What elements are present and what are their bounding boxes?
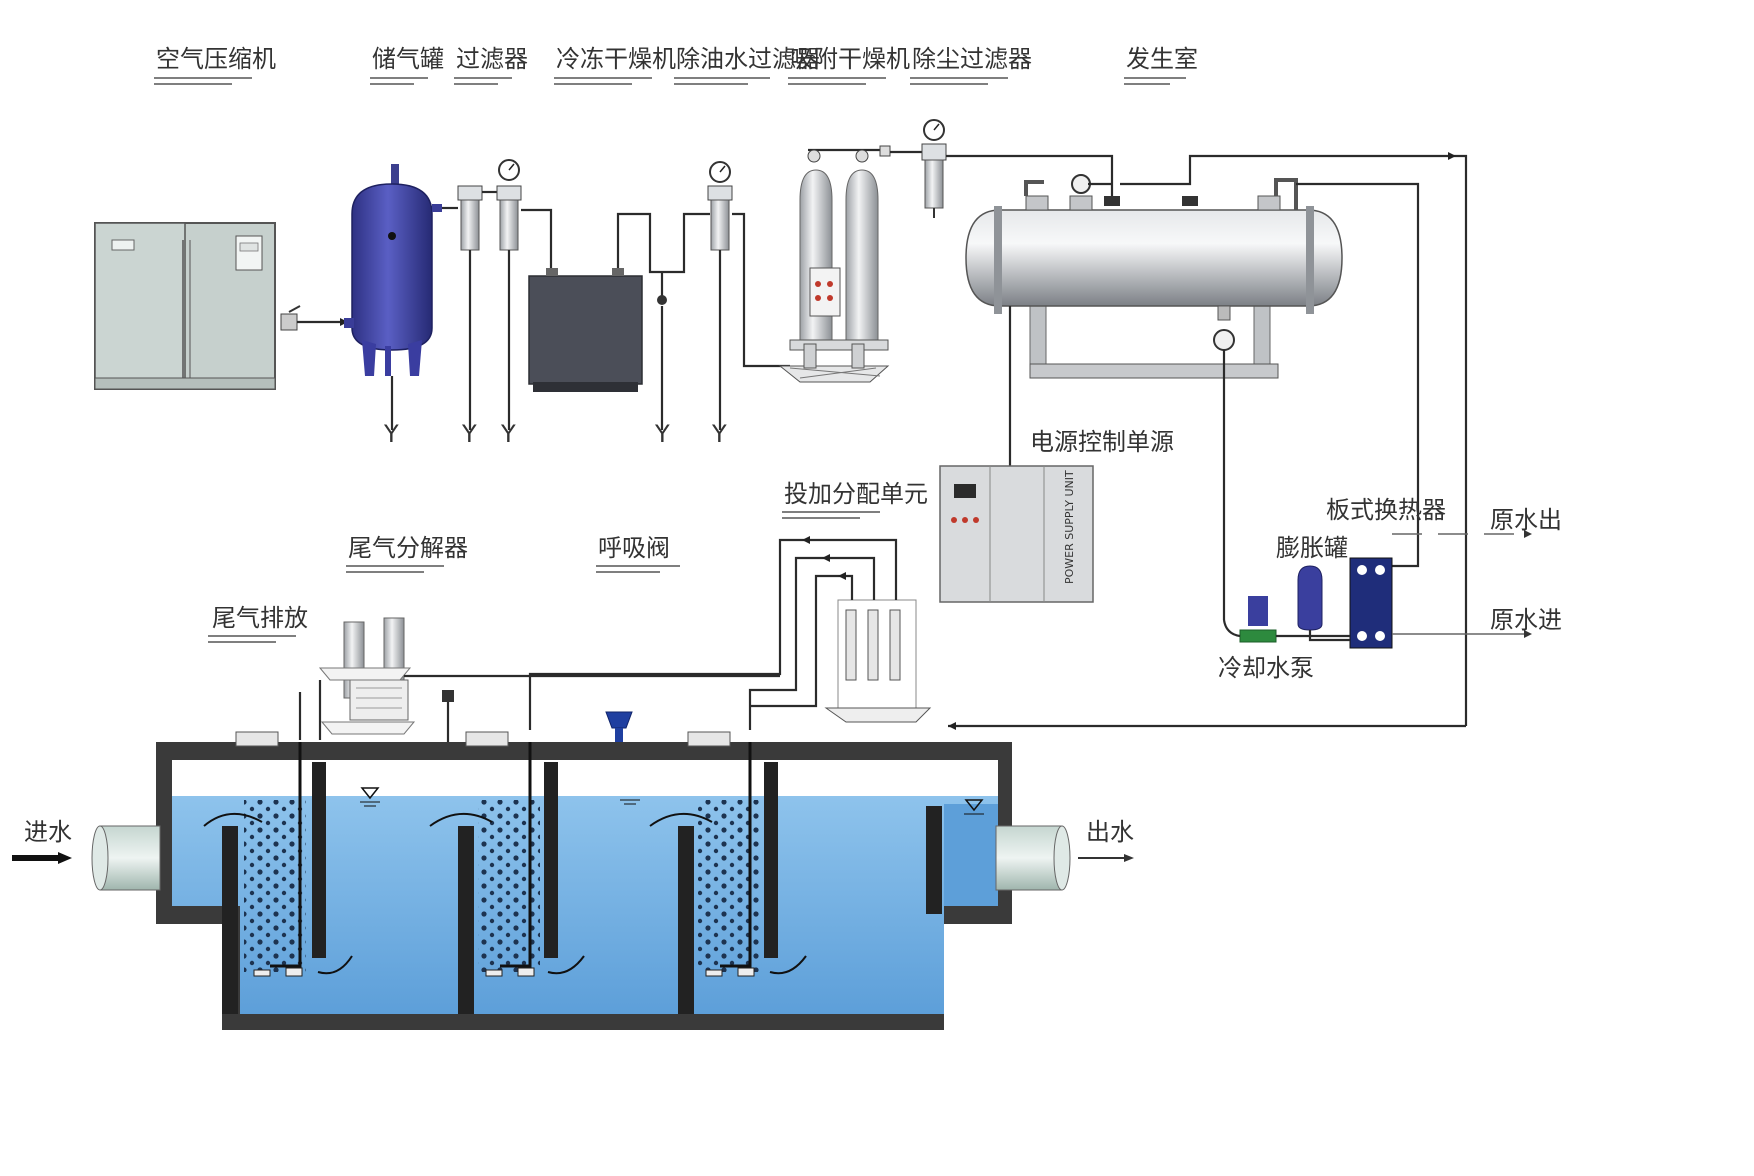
power-control-unit: POWER SUPPLY UNIT bbox=[939, 465, 1094, 603]
plate-heat-exchanger bbox=[1349, 557, 1393, 649]
oil-water-filter: Y bbox=[707, 161, 733, 448]
label-expansion-tank: 膨胀罐 bbox=[1276, 534, 1348, 562]
label-plate-heat-exchanger: 板式换热器 bbox=[1326, 496, 1446, 524]
drain-mark: Y bbox=[500, 420, 516, 448]
vent-valve bbox=[605, 711, 633, 742]
valve-icon bbox=[280, 313, 298, 331]
drain-mark: Y bbox=[711, 420, 727, 448]
drain-valve: Y bbox=[654, 272, 670, 448]
water-level-icon bbox=[360, 787, 380, 807]
label-water-in: 进水 bbox=[24, 818, 72, 846]
label-air-tank: 储气罐 bbox=[372, 45, 444, 73]
outlet-pipe: 出水 bbox=[995, 818, 1134, 891]
label-filter: 过滤器 bbox=[456, 45, 528, 73]
label-air-compressor: 空气压缩机 bbox=[156, 45, 276, 73]
flow-arrow-icon bbox=[203, 812, 263, 827]
flow-arrow-icon bbox=[547, 955, 585, 975]
label-dosing-unit: 投加分配单元 bbox=[784, 480, 928, 508]
flow-arrow-icon bbox=[649, 812, 713, 827]
expansion-tank bbox=[1297, 565, 1323, 631]
label-adsorption-dryer: 吸附干燥机 bbox=[790, 45, 910, 73]
label-tail-gas-decomposer: 尾气分解器 bbox=[348, 534, 468, 562]
label-raw-water-in: 原水进 bbox=[1490, 606, 1562, 634]
label-breathing-valve: 呼吸阀 bbox=[598, 534, 670, 562]
refrigerated-dryer bbox=[528, 268, 643, 392]
label-cooling-pump: 冷却水泵 bbox=[1218, 654, 1314, 682]
label-power-control-unit: 电源控制单源 bbox=[1030, 428, 1174, 456]
label-raw-water-out: 原水出 bbox=[1490, 506, 1562, 534]
drain-mark: Y bbox=[461, 420, 477, 448]
tail-gas-decomposer bbox=[318, 617, 416, 735]
top-labels: 空气压缩机 储气罐 过滤器 冷冻干燥机 除油水过滤器 吸附干燥机 除尘过滤器 发… bbox=[154, 45, 1198, 85]
flow-arrow-icon bbox=[769, 955, 807, 975]
cooling-pump bbox=[1239, 596, 1277, 643]
contact-tank bbox=[156, 731, 1012, 1030]
power-supply-unit-text: POWER SUPPLY UNIT bbox=[1063, 470, 1076, 584]
drain-mark: Y bbox=[654, 420, 670, 448]
generator-room bbox=[965, 174, 1343, 379]
breathing-valve bbox=[442, 690, 454, 742]
air-compressor bbox=[94, 222, 301, 390]
adsorption-dryer bbox=[778, 145, 891, 383]
label-oil-water-filter: 除油水过滤器 bbox=[676, 45, 820, 73]
water-level-icon bbox=[620, 799, 640, 805]
label-water-out: 出水 bbox=[1086, 818, 1134, 846]
drain-mark: Y bbox=[383, 420, 399, 448]
inlet-pipe: 进水 bbox=[12, 818, 161, 891]
water-level-icon bbox=[964, 799, 984, 815]
filter-1: Y bbox=[457, 185, 483, 448]
label-dust-filter: 除尘过滤器 bbox=[912, 45, 1032, 73]
flow-arrow-icon bbox=[429, 812, 493, 827]
flow-arrow-icon bbox=[317, 955, 353, 975]
label-tail-gas-exhaust: 尾气排放 bbox=[212, 604, 308, 632]
filter-2: Y bbox=[496, 159, 522, 448]
air-tank bbox=[344, 164, 442, 376]
dust-filter bbox=[921, 119, 947, 218]
label-refrigerated-dryer: 冷冻干燥机 bbox=[556, 45, 676, 73]
dosing-unit bbox=[824, 599, 932, 723]
label-generator-room: 发生室 bbox=[1126, 45, 1198, 73]
